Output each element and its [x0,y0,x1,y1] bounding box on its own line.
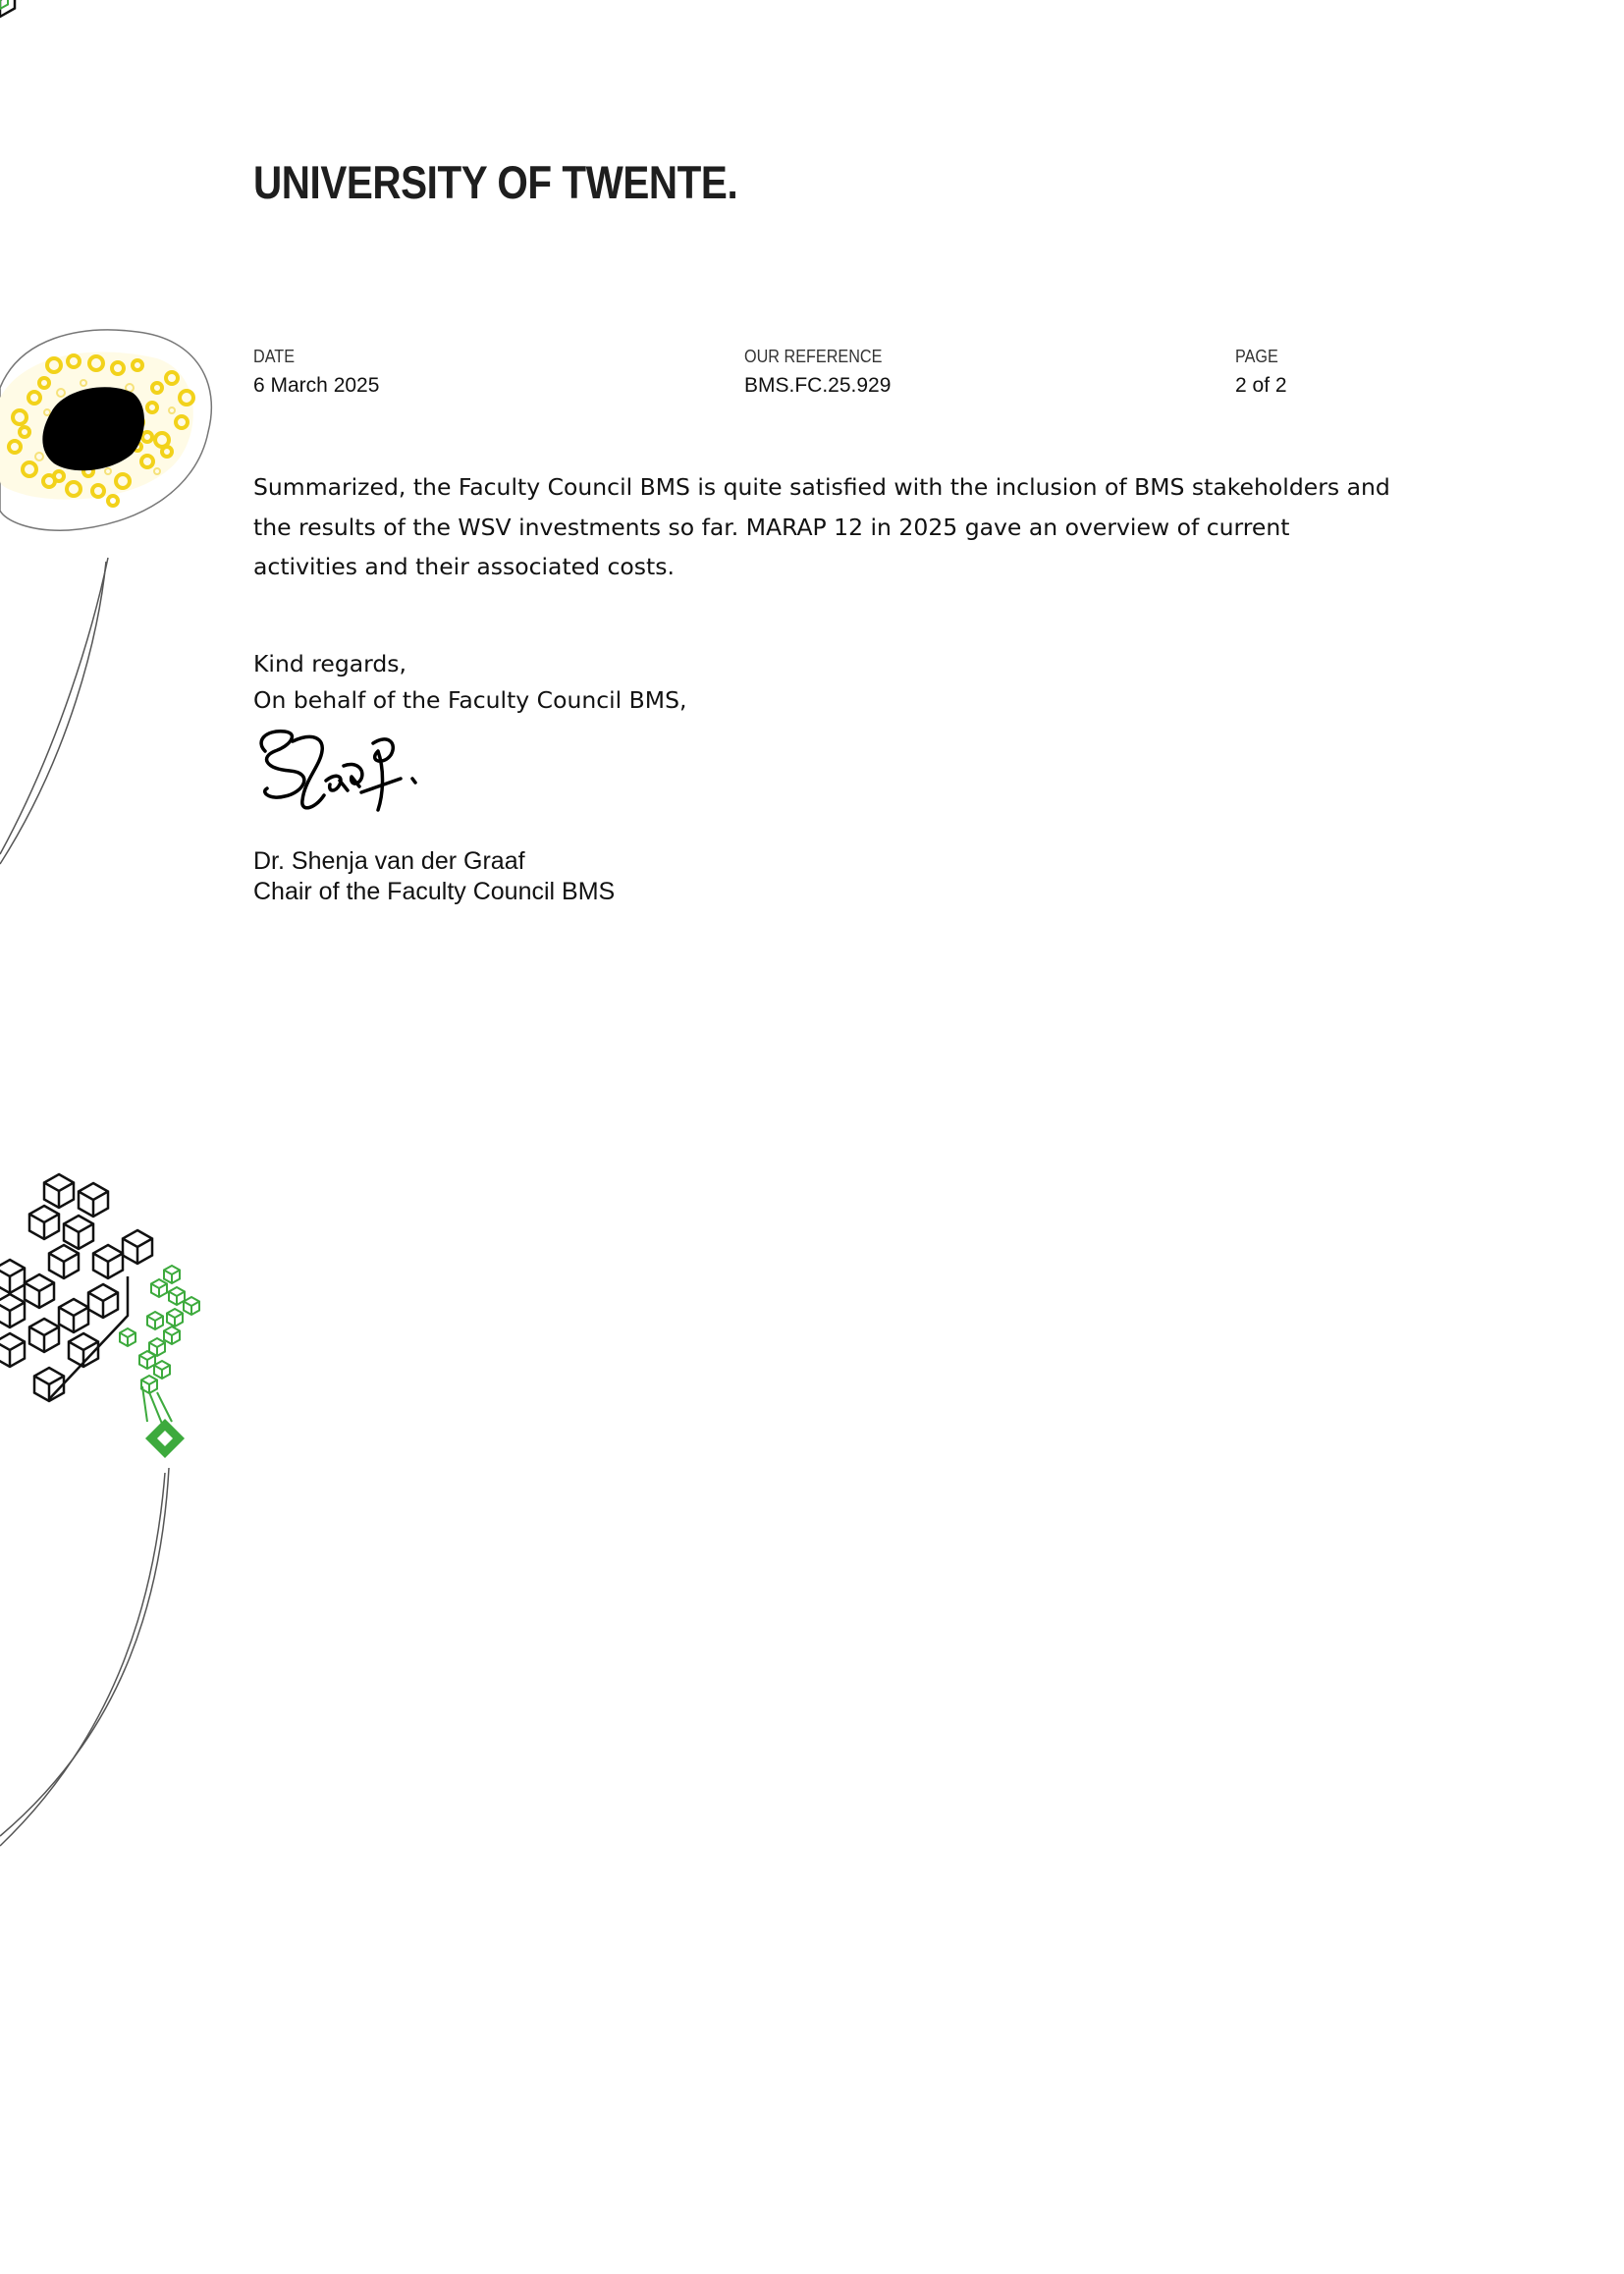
page-label: PAGE [1235,347,1278,366]
curved-stem-lower [0,1467,170,1847]
curved-stem-upper [0,557,109,865]
closing-block: Kind regards, On behalf of the Faculty C… [253,646,686,719]
signer-name: Dr. Shenja van der Graaf [253,847,525,875]
behalf-line: On behalf of the Faculty Council BMS, [253,686,687,714]
handwritten-signature [259,730,417,812]
page-value: 2 of 2 [1235,374,1287,397]
page-block: PAGE 2 of 2 [1235,347,1287,398]
body-line: Summarized, the Faculty Council BMS is q… [253,473,1390,501]
greeting: Kind regards, [253,650,407,677]
signer-block: Dr. Shenja van der Graaf Chair of the Fa… [253,846,615,907]
date-value: 6 March 2025 [253,374,380,397]
green-hexagon-chain [0,0,200,1425]
date-block: DATE 6 March 2025 [253,347,379,398]
date-label: DATE [253,347,296,366]
reference-value: BMS.FC.25.929 [744,374,892,397]
yellow-bubble-blob [0,329,213,531]
hexagon-cluster [0,0,154,1403]
body-line: the results of the WSV investments so fa… [253,513,1290,541]
university-logo: UNIVERSITY OF TWENTE. [253,156,738,208]
reference-label: OUR REFERENCE [744,347,883,366]
signer-title: Chair of the Faculty Council BMS [253,878,616,905]
green-diamond [145,1419,185,1458]
reference-block: OUR REFERENCE BMS.FC.25.929 [744,347,897,398]
letter-body: Summarized, the Faculty Council BMS is q… [253,467,1490,587]
body-line: activities and their associated costs. [253,553,675,580]
